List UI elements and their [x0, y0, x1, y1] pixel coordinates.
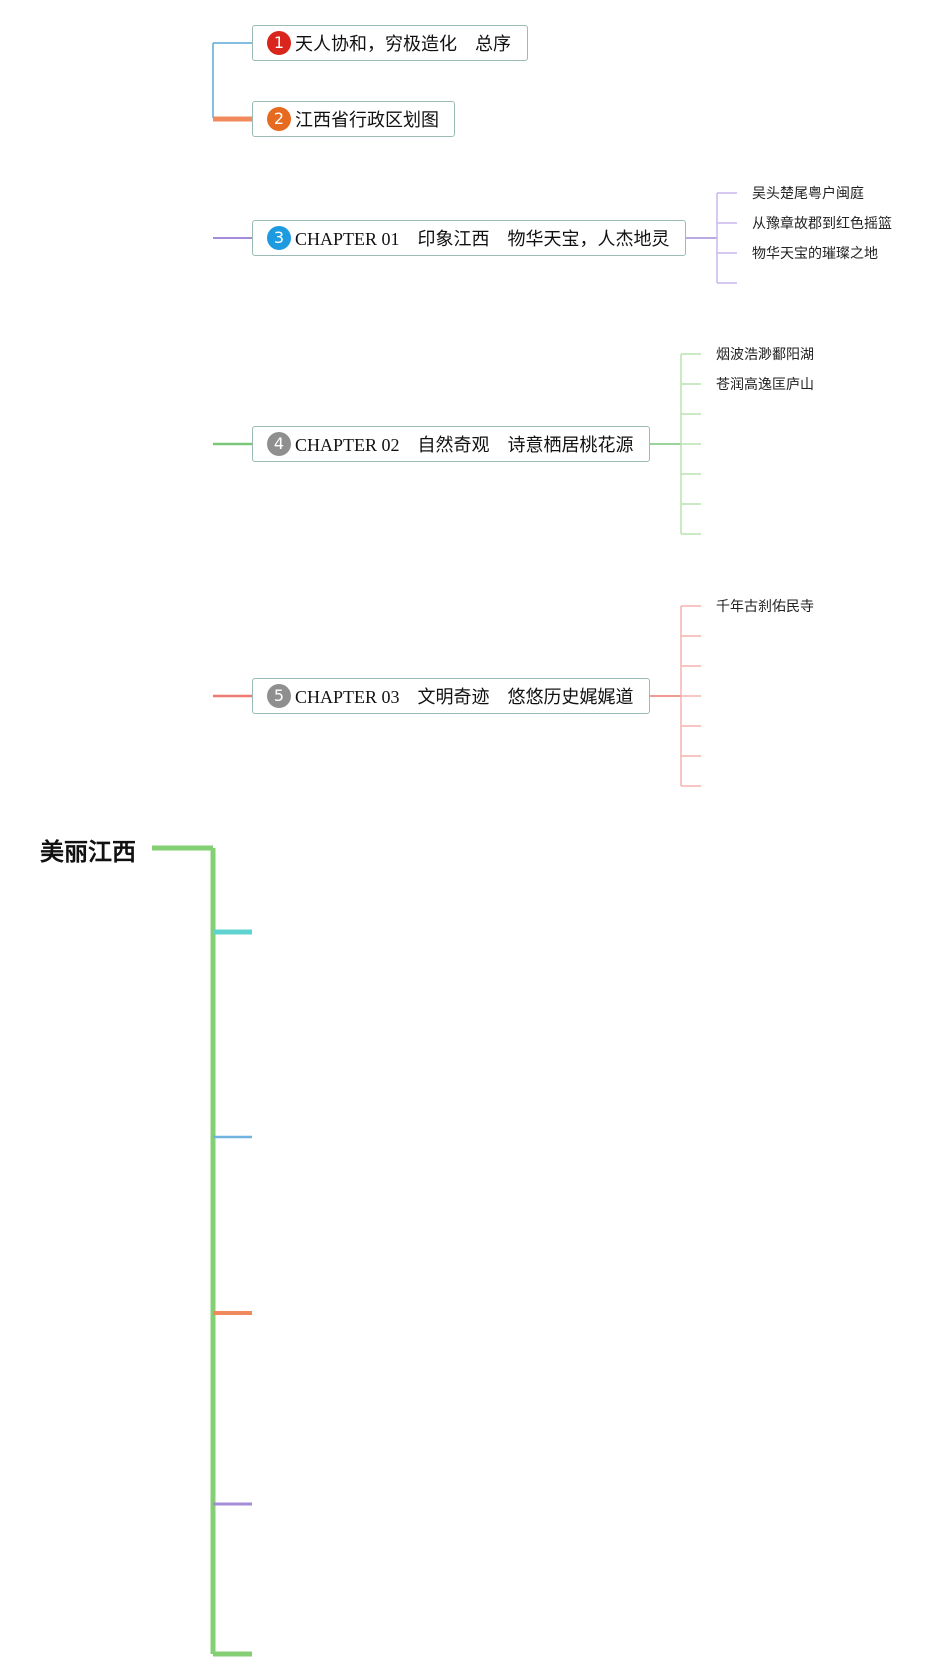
root-topic[interactable]: 美丽江西	[40, 838, 136, 866]
topic-2-number-badge: 2	[267, 107, 291, 131]
subtopic-4-1[interactable]: 烟波浩渺鄱阳湖	[716, 347, 814, 363]
topic-1-number-badge: 1	[267, 31, 291, 55]
topic-4-number-badge: 4	[267, 432, 291, 456]
subtopic-3-2[interactable]: 从豫章故郡到红色摇篮	[752, 216, 892, 232]
topic-5-chapter-03[interactable]: 5 CHAPTER 03 文明奇迹 悠悠历史娓娓道	[252, 678, 650, 714]
topic-3-title: CHAPTER 01 印象江西 物华天宝，人杰地灵	[295, 229, 670, 249]
topic-3-chapter-01[interactable]: 3 CHAPTER 01 印象江西 物华天宝，人杰地灵	[252, 220, 686, 256]
topic-5-title: CHAPTER 03 文明奇迹 悠悠历史娓娓道	[295, 687, 634, 707]
topic-2[interactable]: 2 江西省行政区划图	[252, 101, 455, 137]
subtopic-3-1[interactable]: 吴头楚尾粤户闽庭	[752, 186, 864, 202]
topic-2-title: 江西省行政区划图	[295, 110, 439, 131]
subtopic-4-2[interactable]: 苍润高逸匡庐山	[716, 377, 814, 393]
topic-4-title: CHAPTER 02 自然奇观 诗意栖居桃花源	[295, 435, 634, 455]
topic-3-number-badge: 3	[267, 226, 291, 250]
topic-5-number-badge: 5	[267, 684, 291, 708]
subtopic-5-1[interactable]: 千年古刹佑民寺	[716, 599, 814, 615]
topic-1[interactable]: 1 天人协和，穷极造化 总序	[252, 25, 528, 61]
topic-4-chapter-02[interactable]: 4 CHAPTER 02 自然奇观 诗意栖居桃花源	[252, 426, 650, 462]
topic-1-title: 天人协和，穷极造化 总序	[295, 34, 511, 55]
subtopic-3-3[interactable]: 物华天宝的璀璨之地	[752, 246, 878, 262]
